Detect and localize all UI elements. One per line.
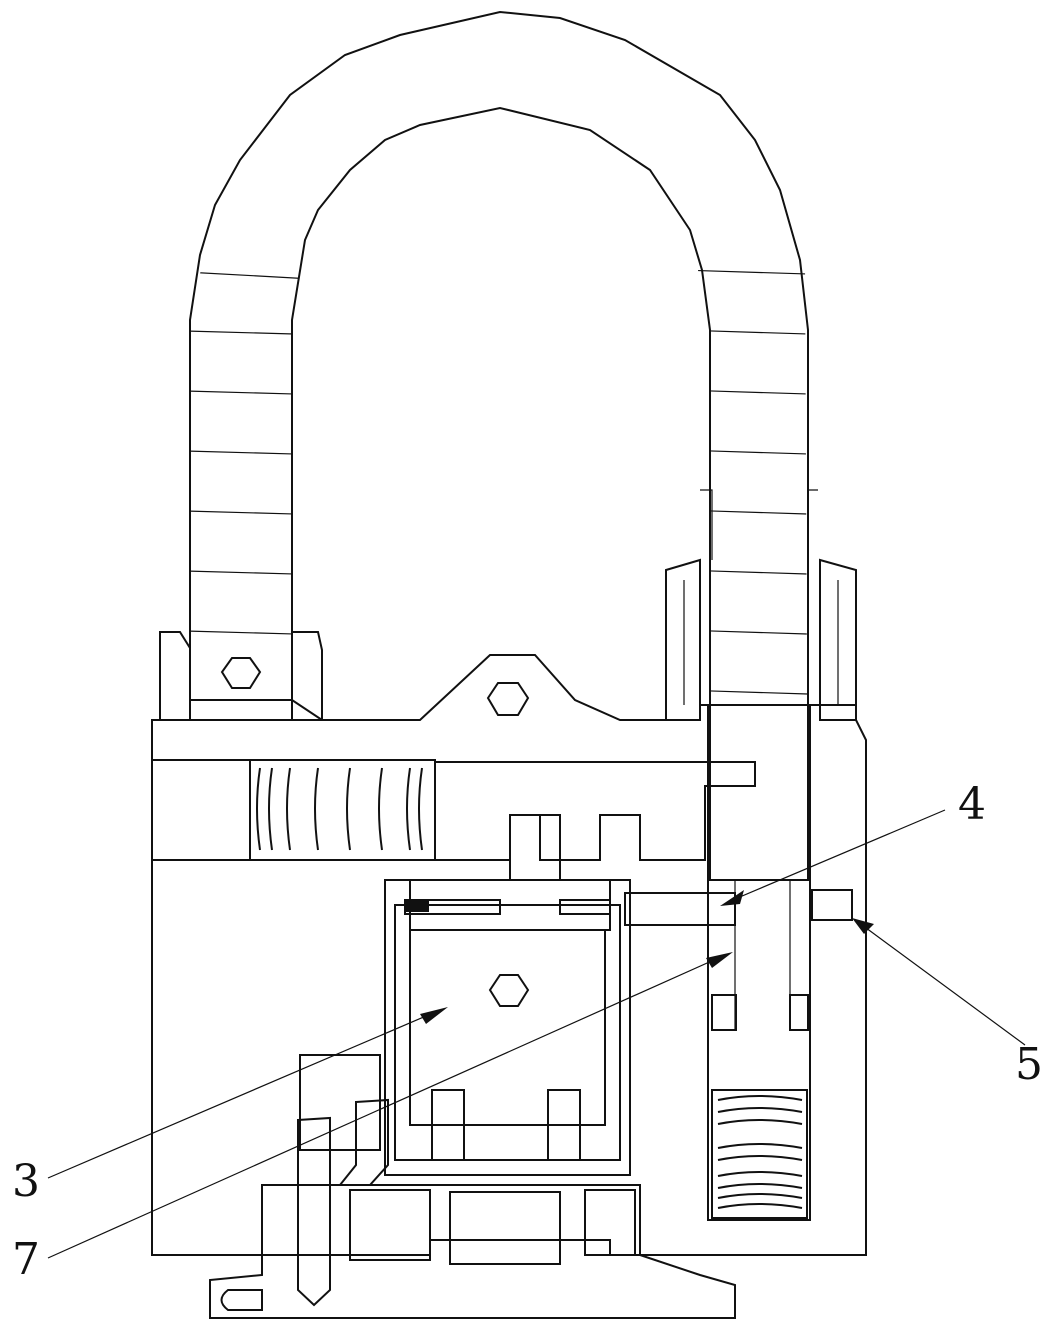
part-5-insert	[812, 890, 852, 920]
bolt-channel	[152, 760, 755, 860]
right-collar	[666, 490, 856, 720]
shackle-pivot-hole	[222, 658, 260, 688]
vertical-spring	[712, 1090, 807, 1218]
cylinder-housing	[385, 815, 630, 1175]
callout-label-7: 7	[12, 1238, 40, 1282]
left-collar	[160, 632, 322, 720]
callout-label-4: 4	[958, 783, 986, 827]
leader-lines	[48, 810, 1025, 1258]
shackle	[150, 12, 840, 880]
keyway	[450, 1192, 560, 1264]
horizontal-spring	[257, 768, 422, 850]
part-4-bar	[625, 893, 735, 925]
body-pivot-hole	[488, 683, 528, 715]
bottom-cap	[210, 1185, 735, 1318]
plug-hole	[490, 975, 528, 1006]
callout-label-3: 3	[12, 1160, 40, 1204]
part-7-screw	[298, 1055, 388, 1305]
lock-body	[152, 655, 866, 1255]
callout-label-5: 5	[1015, 1043, 1043, 1087]
